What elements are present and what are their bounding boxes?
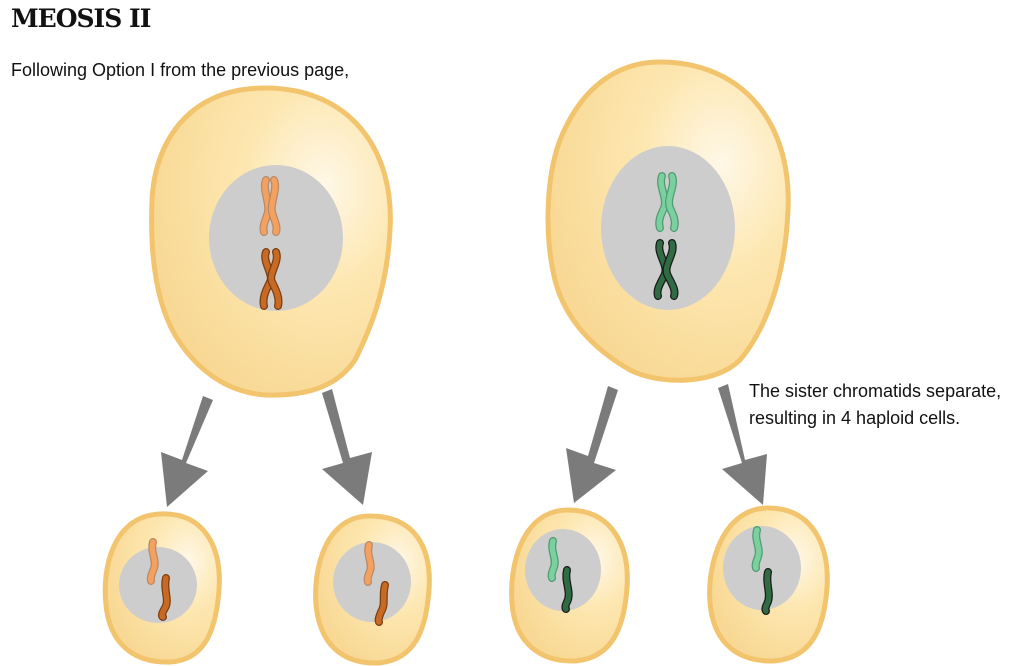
parent-cell-orange [149,85,393,398]
chromosome-light-orange [259,176,281,236]
chromosome-light-green [655,172,679,232]
daughter-cell-4 [707,505,830,664]
arrow-to-daughter-1 [161,396,213,507]
arrow-to-daughter-4 [718,384,767,505]
daughter-cell-1 [102,511,222,665]
arrow-to-daughter-3 [566,386,618,503]
chromatid-light-green [548,538,558,581]
diagram-title: MEOSIS II [11,4,151,33]
chromatid-dark-green [762,569,772,614]
result-note: The sister chromatids separate, resultin… [749,378,1001,432]
daughter-cell-3 [509,507,630,664]
chromatid-dark-green [562,567,572,612]
nucleus [209,165,343,311]
chromatid-light-orange [148,539,158,584]
chromosome-dark-green [653,239,679,300]
chromosome-dark-orange [259,248,283,310]
chromatid-light-green [752,527,762,571]
parent-cell-green [545,59,791,383]
result-note-line-1: The sister chromatids separate, [749,381,1002,401]
nucleus [723,526,801,610]
chromatid-light-orange [364,542,374,585]
nucleus [601,146,735,310]
intro-text: Following Option I from the previous pag… [11,60,350,80]
arrow-to-daughter-2 [322,389,372,505]
chromatid-dark-orange [375,582,388,625]
daughter-cell-2 [313,513,432,666]
result-note-line-2: resulting in 4 haploid cells. [749,408,961,428]
nucleus [119,547,197,623]
chromatid-dark-orange [159,575,170,620]
